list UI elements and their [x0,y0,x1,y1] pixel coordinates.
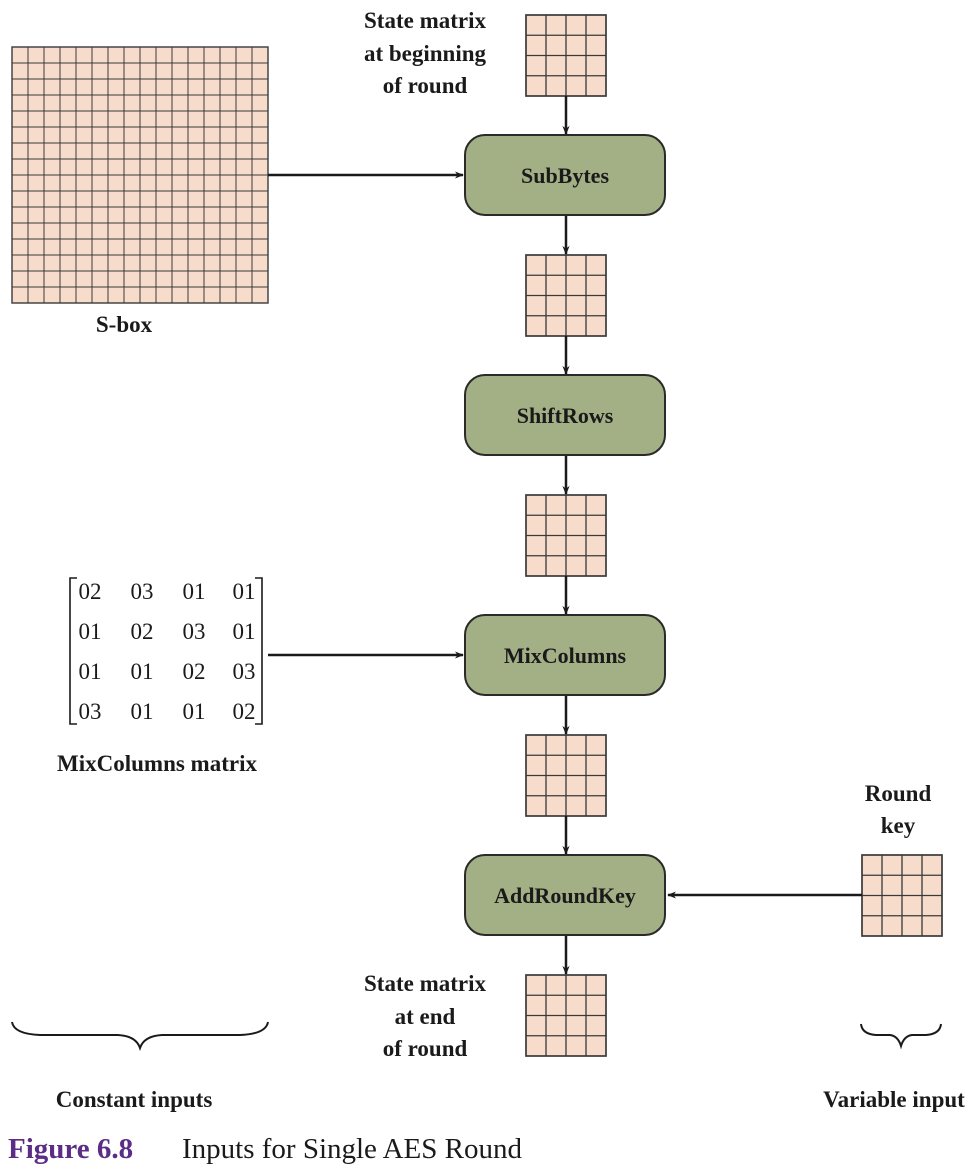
state-matrix-after-shiftrows [525,494,607,577]
mixcolumns-matrix: 02 03 01 01 01 02 03 01 01 01 02 03 03 01 01 02 [69,577,263,725]
shiftrows-box [464,374,666,456]
round-key-label-line2: key [881,813,916,838]
state-begin-label-line1: State matrix [364,8,486,33]
state-end-label-line1: State matrix [364,971,486,996]
sbox-grid [11,46,269,304]
state-matrix-after-mixcolumns [525,734,607,817]
mixcolumns-label: MixColumns [504,643,627,668]
mixcolumns-box [464,614,666,696]
matrix-cell: 02 [131,619,154,644]
state-matrix-after-subbytes [525,254,607,337]
subbytes-label: SubBytes [521,163,609,188]
variable-input-label: Variable input [823,1087,965,1112]
subbytes-step: SubBytes [464,134,666,216]
matrix-cell: 01 [183,579,206,604]
addroundkey-label: AddRoundKey [494,883,636,908]
shiftrows-label: ShiftRows [517,403,614,428]
state-matrix-end [525,974,607,1057]
round-key-matrix [861,854,943,937]
mixcolumns-matrix-label: MixColumns matrix [57,751,257,776]
sbox-label: S-box [96,312,153,337]
state-end-label-line2: at end [395,1004,456,1029]
figure-caption: Figure 6.8 Inputs for Single AES Round [8,1133,522,1165]
matrix-cell: 01 [233,579,256,604]
round-key-label-line1: Round [865,781,932,806]
state-end-label-line3: of round [383,1036,468,1061]
subbytes-box [464,134,666,216]
matrix-cell: 03 [79,699,102,724]
matrix-cell: 03 [183,619,206,644]
matrix-left-bracket [69,577,77,725]
matrix-cell: 03 [233,659,256,684]
mixcolumns-step: MixColumns [464,614,666,696]
matrix-cell: 02 [79,579,102,604]
matrix-cell: 01 [131,659,154,684]
matrix-cell: 03 [131,579,154,604]
addroundkey-step: AddRoundKey [464,854,666,936]
state-begin-label-line3: of round [383,73,468,98]
matrix-cell: 01 [183,699,206,724]
matrix-right-bracket [255,577,263,725]
matrix-cell: 01 [233,619,256,644]
matrix-cell: 01 [79,659,102,684]
addroundkey-box [464,854,666,936]
matrix-cell: 02 [183,659,206,684]
matrix-cell: 02 [233,699,256,724]
caption-number: Figure 6.8 [8,1133,133,1165]
matrix-cell: 01 [79,619,102,644]
state-matrix-begin [525,14,607,97]
constant-inputs-brace [11,1021,269,1052]
constant-inputs-label: Constant inputs [56,1087,213,1112]
shiftrows-step: ShiftRows [464,374,666,456]
caption-text: Inputs for Single AES Round [182,1133,522,1165]
state-begin-label-line2: at beginning [364,41,487,66]
matrix-cell: 01 [131,699,154,724]
variable-input-brace [860,1023,942,1050]
